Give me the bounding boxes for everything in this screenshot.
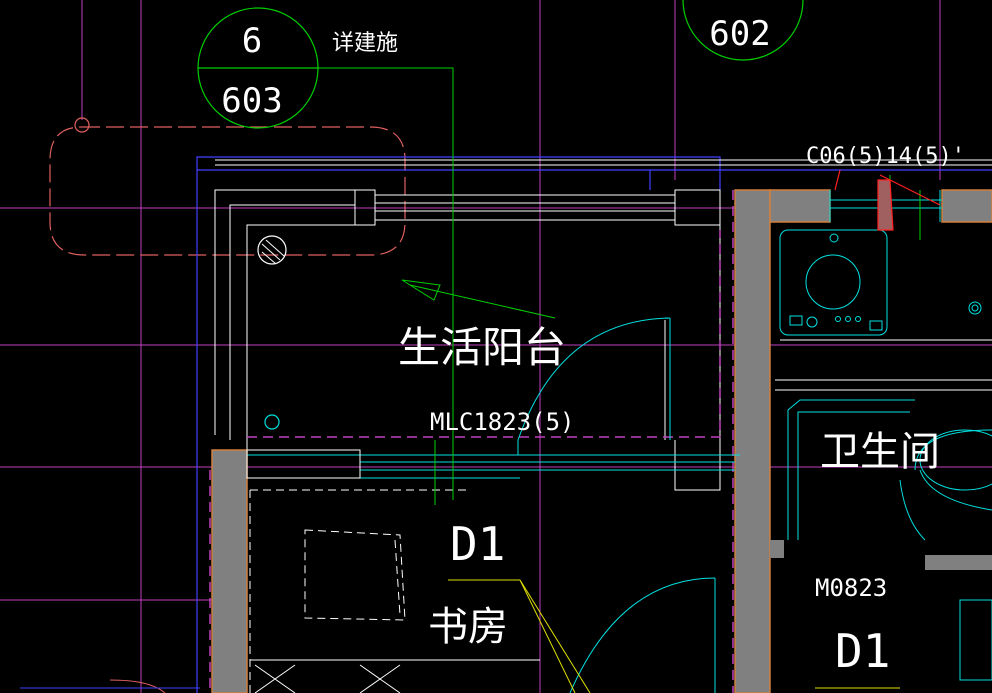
detail-callout-note: 详建施 (332, 31, 398, 56)
red-marker (834, 169, 941, 231)
blue-outline-lines (196, 156, 992, 693)
study-desk (249, 489, 470, 693)
window-tag-top: C06(5)14(5)' (806, 144, 965, 169)
yellow-leaders (448, 579, 900, 693)
detail-callout[interactable]: 6 603 详建施 (197, 7, 398, 129)
dashed-rounded-outline (49, 126, 406, 256)
section-callout[interactable]: 602 (682, 0, 804, 61)
tag-d1-bath: D1 (835, 624, 890, 678)
window-tag-balcony: MLC1823(5) (430, 408, 575, 436)
section-callout-circle (682, 0, 804, 61)
floor-drains (257, 235, 287, 430)
room-label-balcony: 生活阳台 (398, 323, 566, 372)
room-label-bathroom: 卫生间 (820, 429, 940, 475)
detail-callout-sheet: 603 (221, 81, 282, 121)
dashed-purple-lines (209, 190, 734, 693)
section-callout-sheet: 602 (709, 14, 770, 54)
room-label-study: 书房 (428, 604, 508, 650)
detail-callout-number: 6 (242, 21, 262, 61)
tag-d1-study: D1 (450, 517, 505, 571)
corner-arc (109, 679, 166, 693)
window-lines (246, 190, 942, 479)
balcony-door-swing (517, 317, 671, 455)
study-door-swing (569, 577, 716, 693)
door-tag-bathroom: M0823 (815, 574, 887, 602)
bathroom-fixtures (775, 229, 992, 681)
walls (211, 189, 992, 693)
study-bookshelf (250, 659, 540, 693)
axis-bubble-small (74, 117, 90, 133)
